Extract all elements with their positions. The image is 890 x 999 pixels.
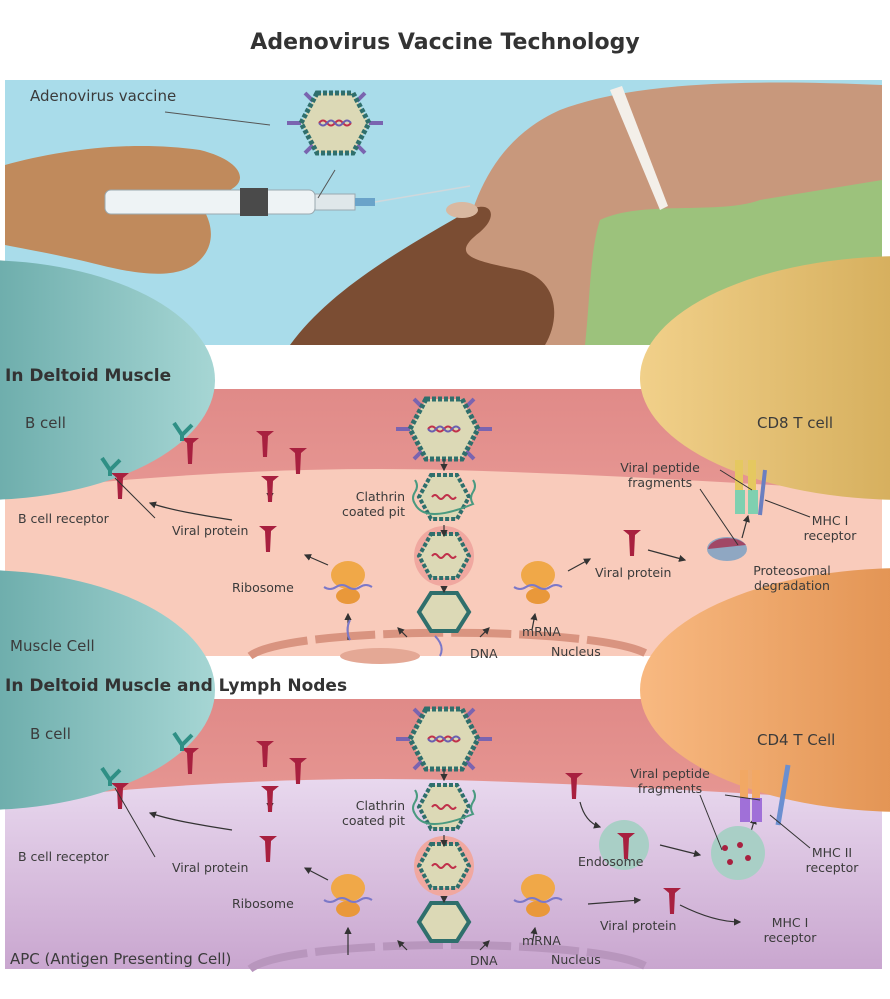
muscle-panel-heading: In Deltoid Muscle [5, 366, 172, 386]
b-cell-label: B cell [25, 414, 66, 432]
b-cell-shape [0, 260, 215, 500]
viral-protein-left-label: Viral protein [172, 860, 249, 875]
dna-label: DNA [470, 953, 498, 968]
b-cell-shape [0, 570, 215, 810]
ribosome-label: Ribosome [232, 580, 294, 595]
cd4-t-cell-shape [640, 568, 890, 812]
b-cell-receptor-label: B cell receptor [18, 849, 109, 864]
nucleus-label: Nucleus [551, 644, 601, 659]
ribosome-label: Ribosome [232, 896, 294, 911]
cd8-t-cell-shape [640, 256, 890, 500]
dna-label: DNA [470, 646, 498, 661]
apc-cell-label: APC (Antigen Presenting Cell) [10, 950, 232, 968]
cd8-t-cell-label: CD8 T cell [757, 414, 834, 432]
viral-protein-left-label: Viral protein [172, 523, 249, 538]
endosome-label: Endosome [578, 854, 644, 869]
mrna-label: mRNA [522, 624, 561, 639]
cd4-t-cell-label: CD4 T Cell [757, 731, 836, 749]
mrna-label: mRNA [522, 933, 561, 948]
b-cell-label: B cell [30, 725, 71, 743]
lymph-panel-heading: In Deltoid Muscle and Lymph Nodes [5, 676, 348, 696]
page-title: Adenovirus Vaccine Technology [250, 30, 640, 55]
muscle-cell-label: Muscle Cell [10, 637, 95, 655]
viral-protein-right-label: Viral protein [600, 918, 677, 933]
b-cell-receptor-label: B cell receptor [18, 511, 109, 526]
nucleus-label: Nucleus [551, 952, 601, 967]
adenovirus-vaccine-label: Adenovirus vaccine [30, 87, 177, 105]
viral-protein-right-label: Viral protein [595, 565, 672, 580]
lymph-panel-art [0, 568, 890, 973]
